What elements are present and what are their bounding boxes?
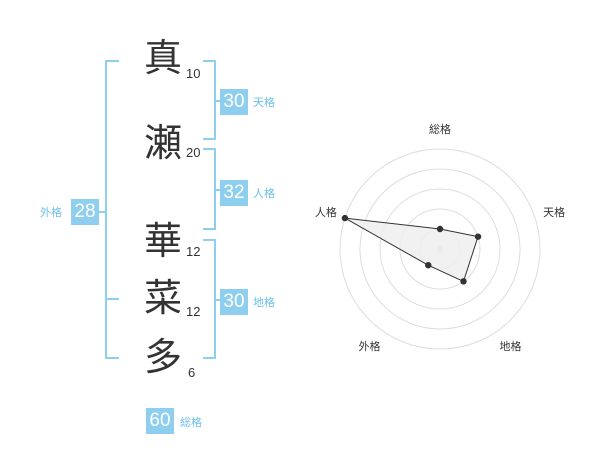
name-char-5: 多: [143, 335, 182, 379]
chikaku-connector: [216, 299, 222, 301]
tenkaku-connector: [216, 100, 222, 102]
radar-data-polygon: [344, 217, 479, 283]
radar-grid-circle: [339, 148, 541, 350]
chikaku-badge: 30: [220, 289, 248, 315]
radar-data-point: [436, 225, 444, 233]
jinkaku-connector: [216, 189, 222, 191]
stroke-count-5: 6: [188, 365, 196, 380]
gaikaku-bracket-tick: [105, 298, 119, 300]
radar-axis-label: 地格: [500, 339, 522, 353]
chikaku-label: 地格: [253, 296, 275, 309]
jinkaku-bracket: [203, 148, 216, 230]
name-char-3: 華: [143, 219, 182, 263]
radar-grid-circle: [379, 188, 501, 310]
radar-axis-label: 天格: [543, 205, 565, 219]
stroke-count-2: 20: [186, 145, 201, 160]
jinkaku-badge: 32: [220, 180, 248, 206]
name-char-1: 真: [143, 36, 182, 80]
radar-data-point: [341, 214, 349, 222]
soukaku-badge: 60: [146, 408, 174, 434]
name-char-2: 瀬: [143, 121, 182, 165]
soukaku-label: 総格: [180, 416, 202, 429]
gaikaku-badge: 28: [71, 199, 99, 225]
radar-grid-circle: [359, 168, 521, 330]
radar-axis-label: 外格: [359, 339, 381, 353]
radar-axis-label: 総格: [429, 122, 451, 136]
radar-axis-label: 人格: [315, 205, 337, 219]
gaikaku-bracket: [105, 60, 119, 359]
tenkaku-badge: 30: [220, 89, 248, 115]
name-char-4: 菜: [143, 276, 182, 320]
tenkaku-bracket: [203, 60, 216, 140]
stroke-count-3: 12: [186, 244, 201, 259]
radar-data-point: [460, 278, 467, 285]
gaikaku-connector: [95, 211, 105, 213]
stroke-count-1: 10: [186, 66, 201, 81]
stroke-count-4: 12: [186, 304, 201, 319]
tenkaku-label: 天格: [253, 96, 275, 109]
chikaku-bracket: [203, 239, 216, 359]
radar-data-point: [474, 233, 482, 240]
radar-data-point: [425, 261, 432, 269]
gaikaku-label: 外格: [40, 206, 62, 219]
jinkaku-label: 人格: [253, 187, 275, 200]
